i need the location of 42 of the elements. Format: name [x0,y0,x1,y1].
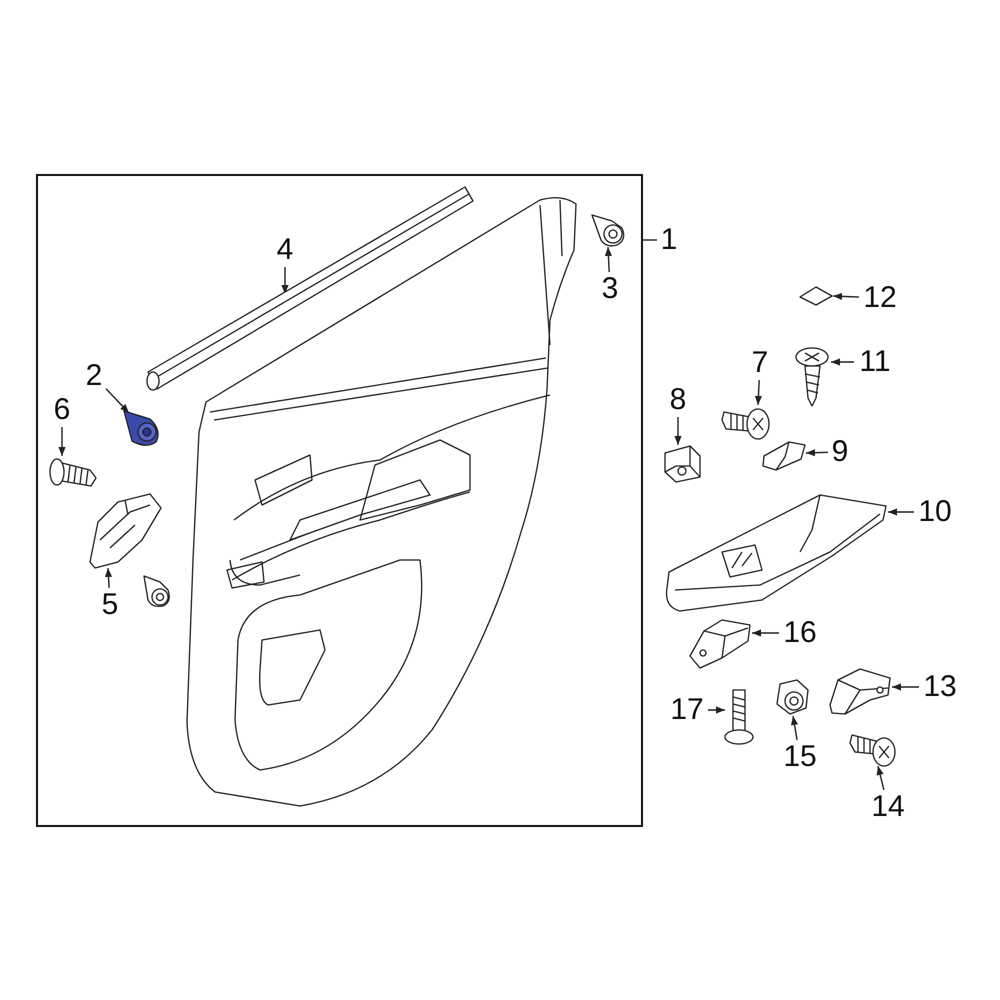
callout-number: 7 [748,346,772,380]
callout-number: 17 [666,693,708,727]
callout-number: 6 [50,393,74,427]
leader-arrow [831,358,854,366]
leader-arrow [754,380,762,406]
callout-number: 13 [919,670,961,704]
leader-arrow [708,706,725,714]
screw-drawing [795,347,831,407]
callout-number: 3 [598,272,622,306]
leader-arrow [832,292,860,300]
leader-arrow [106,388,130,414]
bracket-drawing [687,617,753,669]
leader-arrow [104,568,112,588]
leader-arrow [888,508,914,516]
leader-arrow [674,417,682,445]
callout-number: 8 [666,383,690,417]
pad-drawing [799,286,833,306]
leader-arrow [281,267,289,294]
callout-number: 16 [779,616,821,650]
leader-arrow [790,716,798,740]
nut-drawing [774,679,811,717]
callout-number: 9 [828,435,852,469]
callout-number: 15 [779,740,821,774]
clip-drawing [761,439,807,473]
leader-arrow [892,683,919,691]
leader-line [642,239,657,241]
callout-number: 11 [854,345,896,379]
leader-arrow [58,427,66,456]
bracket-drawing [827,667,893,715]
callout-number: 1 [657,223,681,257]
leader-arrow [604,246,612,272]
callout-number: 5 [98,588,122,622]
callout-number: 12 [859,281,901,315]
callout-number: 4 [273,233,297,267]
leader-arrow [752,629,779,637]
callout-number: 10 [914,495,956,529]
callout-number: 14 [867,790,909,824]
leader-arrow [806,449,828,456]
frame-border [36,174,643,827]
nut-drawing [663,444,701,483]
callout-number: 2 [82,359,106,393]
leader-arrow [876,766,885,790]
